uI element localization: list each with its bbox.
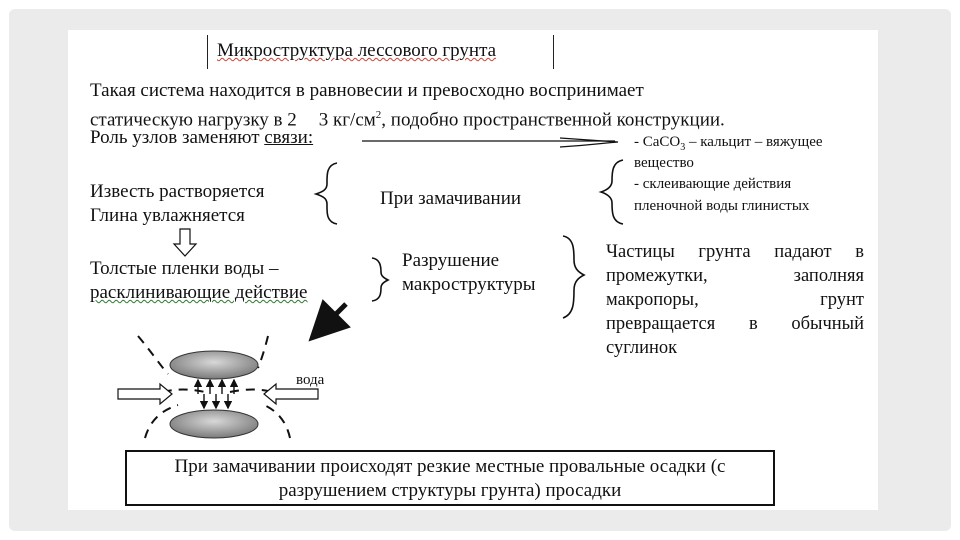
bond-2-line-1: - склеивающие действия [634, 176, 792, 192]
intro-part-c: , подобно пространственной конструкции. [381, 109, 725, 131]
intro-line-2: статическую нагрузку в 2 3 кг/см2, подобн… [90, 104, 725, 131]
nodes-prefix: Роль узлов заменяют [90, 127, 265, 148]
bond-2-line-2: пленочной воды глинистых [634, 198, 810, 214]
water-arrow-left-icon [117, 382, 173, 406]
result-word: заполняя [793, 266, 864, 286]
nodes-word: связи: [264, 127, 314, 148]
brace-left-soaking [313, 162, 338, 225]
result-line-4: превращается в обычный [606, 312, 864, 336]
bond-1-line-1: - CaCO3 – кальцит – вяжущее [634, 132, 823, 158]
intro-superscript: 2 [375, 109, 382, 121]
bonds-arrow [362, 137, 619, 148]
destruction-line-2: макроструктуры [402, 274, 536, 295]
films-line-2: расклинивающие действие [90, 282, 308, 303]
result-word: превращается [606, 314, 716, 334]
intro-line-1: Такая система находится в равновесии и п… [90, 80, 644, 101]
intro-part-b: 3 кг/см [318, 109, 376, 131]
diagonal-arrow [308, 299, 351, 342]
bond-1-subscript: 3 [680, 142, 686, 153]
brace-destruction [562, 235, 586, 319]
result-word: в [855, 242, 864, 262]
slide-title: Микроструктура лессового грунта [217, 40, 497, 61]
wedging-arrows [193, 378, 239, 410]
title-box [207, 35, 554, 69]
intro-part-a: статическую нагрузку в 2 [90, 109, 297, 131]
soil-grain-bottom [169, 409, 259, 439]
water-label: вода [296, 372, 325, 388]
brace-right-soaking [598, 159, 624, 225]
result-word: падают [774, 242, 832, 262]
water-arrow-right-icon [263, 382, 319, 406]
bond-1-rest: – кальцит – вяжущее [685, 134, 823, 150]
result-block: Частицы грунта падают в промежутки, запо… [606, 240, 864, 360]
result-word: макропоры, [606, 290, 699, 310]
result-word: обычный [791, 314, 864, 334]
conclusion-line-1: При замачивании происходят резкие местны… [174, 456, 726, 477]
result-line-5: суглинок [606, 338, 678, 358]
result-line-3: макропоры, грунт [606, 288, 864, 312]
destruction-line-1: Разрушение [402, 250, 500, 271]
nodes-line: Роль узлов заменяют связи: [90, 127, 313, 149]
bond-1-line-2: вещество [634, 155, 694, 171]
result-line-1: Частицы грунта падают в [606, 240, 864, 264]
result-word: Частицы [606, 242, 675, 262]
bond-1-prefix: - CaCO [634, 134, 681, 150]
result-word: в [748, 314, 758, 334]
down-arrow-icon [172, 228, 198, 257]
result-word: грунта [698, 242, 751, 262]
conclusion-line-2: разрушением структуры грунта) просадки [278, 480, 622, 501]
films-line-1: Толстые пленки воды – [90, 258, 279, 279]
result-line-2: промежутки, заполняя [606, 264, 864, 288]
soaking-text: При замачивании [380, 188, 522, 209]
brace-films [371, 257, 390, 302]
lime-text: Известь растворяется [90, 181, 265, 202]
conclusion-box [125, 450, 775, 506]
clay-text: Глина увлажняется [90, 205, 245, 226]
result-word: грунт [820, 290, 864, 310]
result-word: промежутки, [606, 266, 708, 286]
soil-grain-top [169, 350, 259, 380]
